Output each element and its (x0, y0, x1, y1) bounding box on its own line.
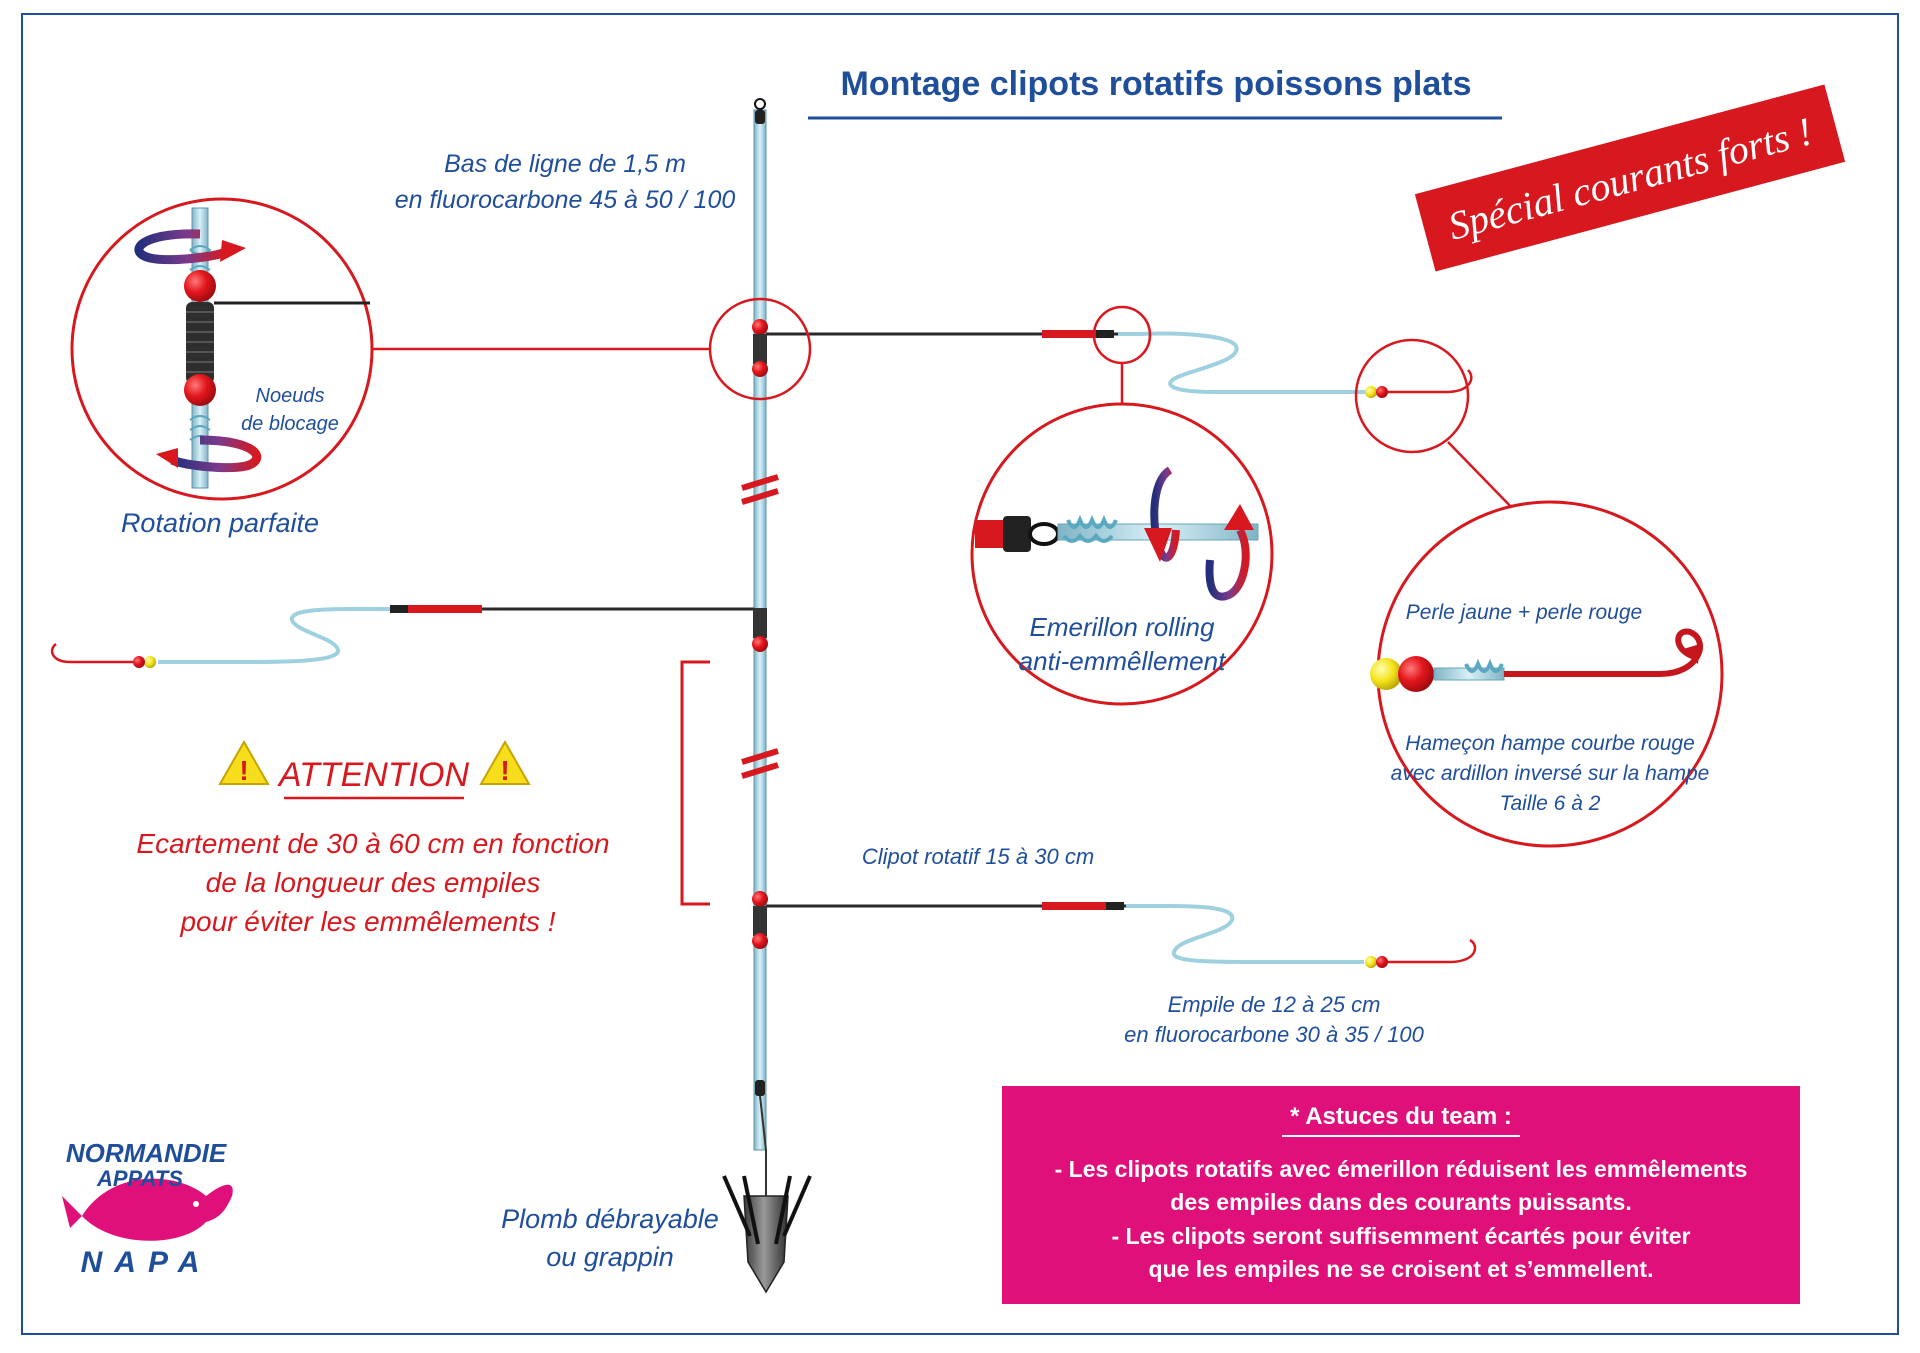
logo-line1: NORMANDIE (66, 1138, 227, 1168)
tips-line3: - Les clipots seront suffisemment écarté… (1111, 1223, 1690, 1249)
logo-line2: APPATS (96, 1166, 183, 1191)
brand-logo: NORMANDIE APPATS NAPA (62, 1138, 233, 1279)
knots-label-line1: Noeuds (256, 385, 325, 407)
attention-line2: de la longueur des empiles (206, 867, 541, 898)
warning-icon: ! (479, 739, 531, 786)
empile-label-line2: en fluorocarbone 30 à 35 / 100 (1124, 1022, 1424, 1047)
knots-label-line2: de blocage (241, 413, 339, 435)
warning-icon: ! (218, 739, 270, 786)
clipot-top-knot (752, 319, 768, 377)
attention-heading: ATTENTION (277, 756, 470, 794)
beads-label: Perle jaune + perle rouge (1406, 601, 1642, 624)
spacing-bracket (680, 660, 710, 906)
tips-box (1002, 1086, 1800, 1304)
rotation-arrow-top (134, 229, 246, 265)
swivel-label-line1: Emerillon rolling (1030, 612, 1215, 642)
empile-label-line1: Empile de 12 à 25 cm (1168, 992, 1381, 1017)
attention-line1: Ecartement de 30 à 60 cm en fonction (136, 828, 609, 859)
svg-text:!: ! (239, 755, 248, 786)
leader-label-line2: en fluorocarbone 45 à 50 / 100 (395, 186, 736, 214)
tips-line4: que les empiles ne se croisent et s’emme… (1149, 1256, 1654, 1282)
svg-text:!: ! (500, 755, 509, 786)
swivel-rotation-arrow-right (1205, 504, 1254, 601)
hook-label-line1: Hameçon hampe courbe rouge (1405, 732, 1695, 755)
line-break-mark (741, 474, 779, 505)
swivel-label-line2: anti-emmêllement (1019, 646, 1227, 676)
sinker-label-line1: Plomb débrayable (501, 1204, 719, 1234)
zoom-circle-knots (70, 197, 374, 501)
hook-label-line2: avec ardillon inversé sur la hampe (1391, 762, 1710, 785)
swivel-rotation-arrow-left (1144, 466, 1180, 562)
tips-line2: des empiles dans des courants puissants. (1170, 1189, 1631, 1215)
leader-label-line1: Bas de ligne de 1,5 m (444, 150, 686, 178)
clipot-bottom (766, 902, 1477, 968)
zoom-circle-swivel (970, 402, 1274, 706)
sinker-label-line2: ou grappin (546, 1242, 674, 1272)
attention-line3: pour éviter les emmêlements ! (179, 906, 555, 937)
hook-label-line3: Taille 6 à 2 (1500, 792, 1601, 815)
clipot-top (766, 330, 1473, 398)
tips-line1: - Les clipots rotatifs avec émerillon ré… (1055, 1156, 1748, 1182)
page-frame (21, 13, 1899, 1335)
zoom-hook-detail (1370, 628, 1703, 692)
top-swivel (754, 98, 766, 124)
zoom-connector-hook (1447, 441, 1519, 515)
clipot-middle (50, 605, 754, 668)
line-break-mark (741, 748, 779, 779)
sinker (722, 1080, 812, 1294)
rotation-label: Rotation parfaite (121, 508, 319, 538)
rotation-arrow-bottom (156, 435, 262, 473)
logo-line3: NAPA (81, 1246, 212, 1279)
tips-heading: * Astuces du team : (1290, 1103, 1512, 1130)
clipot-middle-knot (752, 608, 768, 652)
special-banner: Spécial courants forts ! (1414, 84, 1846, 272)
zoom-circle-hook-small (1354, 338, 1470, 454)
page-title: Montage clipots rotatifs poissons plats (841, 65, 1472, 103)
clipot-bottom-knot (752, 891, 768, 949)
clipot-label: Clipot rotatif 15 à 30 cm (862, 844, 1094, 869)
